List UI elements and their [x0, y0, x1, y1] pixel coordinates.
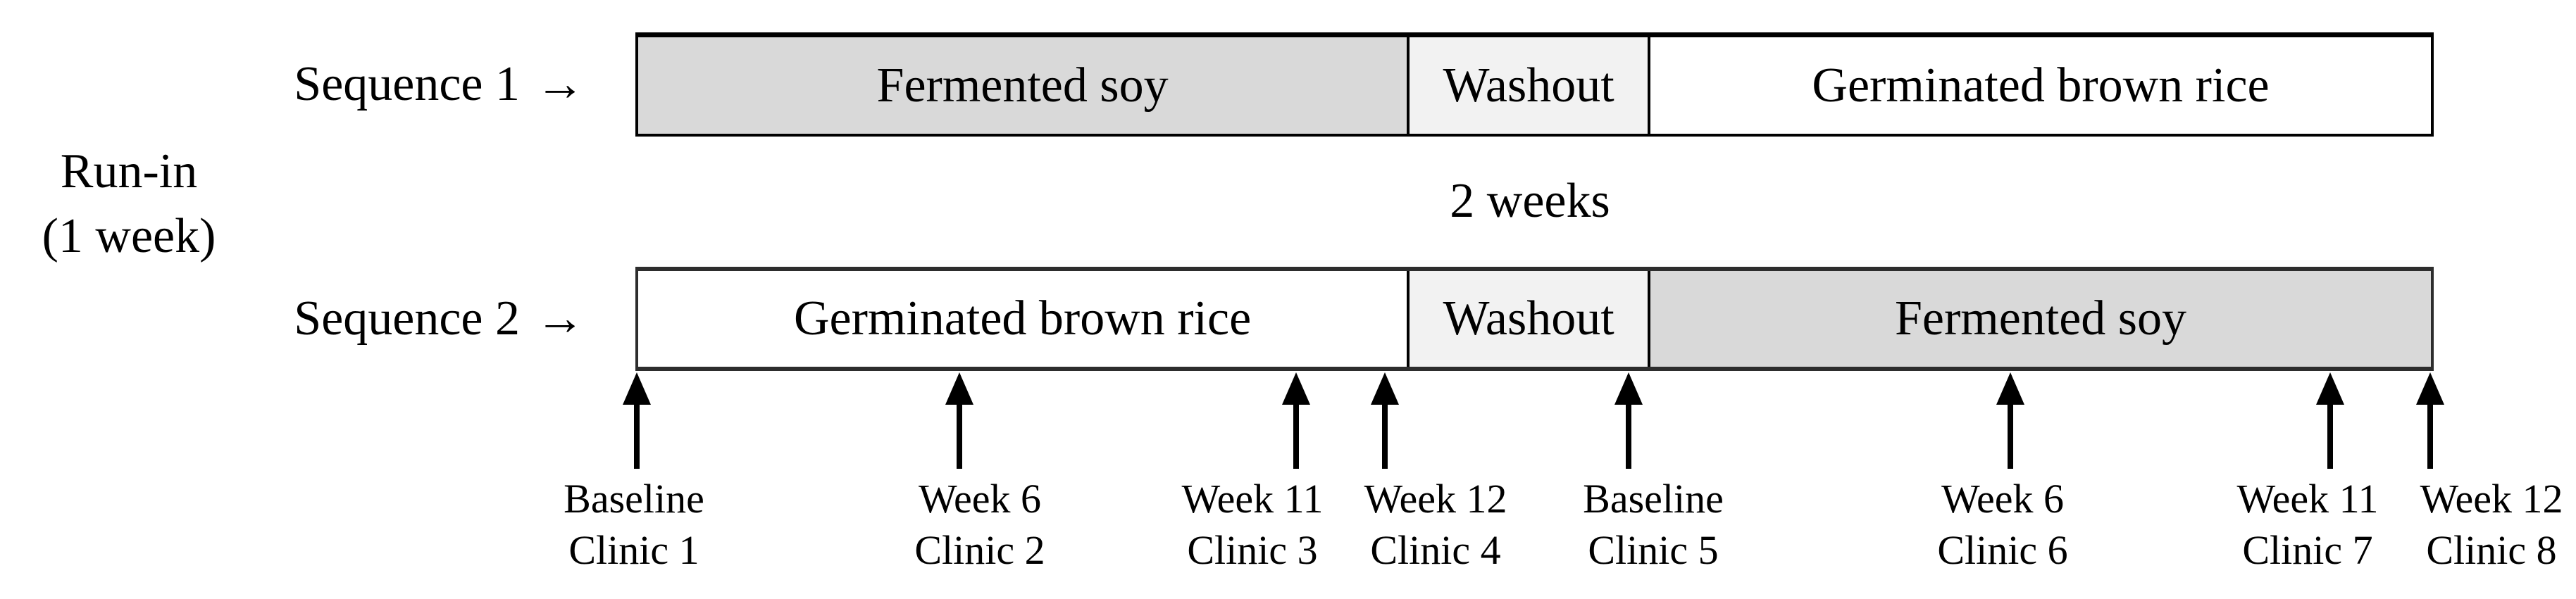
sequence-2-name: Sequence 2	[294, 291, 520, 346]
sequence-2-label: Sequence 2 →	[190, 267, 585, 371]
timeline-label-3: Week 11 Clinic 3	[1182, 473, 1324, 576]
sequence-1-name: Sequence 1	[294, 57, 520, 111]
timeline-label-7: Week 11 Clinic 7	[2237, 473, 2379, 576]
clinic-label: Clinic 2	[914, 527, 1045, 573]
timeline-label-5: Baseline Clinic 5	[1583, 473, 1724, 576]
sequence-1-label: Sequence 1 →	[190, 32, 585, 137]
clinic-label: Clinic 7	[2242, 527, 2373, 573]
washout-duration-label: 2 weeks	[1450, 174, 1610, 228]
timeline-label-6: Week 6 Clinic 6	[1937, 473, 2067, 576]
clinic-label: Clinic 8	[2426, 527, 2557, 573]
timeline-arrow-1	[623, 372, 651, 469]
week-label: Week 6	[1941, 476, 2065, 522]
timeline-arrow-4	[1371, 372, 1399, 469]
timeline-label-8: Week 12 Clinic 8	[2420, 473, 2563, 576]
phase-box-fermented-soy: Fermented soy	[1648, 271, 2432, 367]
phase-box-washout: Washout	[1407, 271, 1648, 367]
right-arrow-icon: →	[535, 57, 585, 111]
clinic-label: Clinic 1	[568, 527, 699, 573]
phase-box-washout: Washout	[1407, 37, 1648, 134]
arrow-up-icon	[1371, 372, 1399, 405]
clinic-label: Clinic 6	[1937, 527, 2068, 573]
arrow-up-icon	[1614, 372, 1643, 405]
week-label: Week 11	[2236, 476, 2379, 522]
timeline-arrow-2	[945, 372, 973, 469]
phase-box-germinated-brown-rice: Germinated brown rice	[1648, 37, 2432, 134]
arrow-up-icon	[2316, 372, 2344, 405]
arrow-up-icon	[2416, 372, 2444, 405]
timeline-label-1: Baseline Clinic 1	[564, 473, 704, 576]
run-in-line-1: Run-in	[60, 144, 198, 198]
right-arrow-icon: →	[535, 291, 585, 346]
timeline-label-2: Week 6 Clinic 2	[914, 473, 1045, 576]
timeline-arrow-5	[1614, 372, 1643, 469]
week-label: Baseline	[564, 476, 704, 522]
week-label: Week 11	[1181, 476, 1324, 522]
clinic-label: Clinic 5	[1588, 527, 1719, 573]
arrow-up-icon	[945, 372, 973, 405]
timeline-arrow-6	[1996, 372, 2024, 469]
arrow-up-icon	[1996, 372, 2024, 405]
sequence-2-bar: Germinated brown rice Washout Fermented …	[635, 267, 2434, 371]
timeline-arrow-8	[2416, 372, 2444, 469]
arrow-up-icon	[1282, 372, 1310, 405]
timeline-arrow-7	[2316, 372, 2344, 469]
timeline-arrow-3	[1282, 372, 1310, 469]
sequence-1-bar: Fermented soy Washout Germinated brown r…	[635, 32, 2434, 137]
timeline-label-4: Week 12 Clinic 4	[1364, 473, 1507, 576]
week-label: Week 6	[918, 476, 1042, 522]
arrow-up-icon	[623, 372, 651, 405]
clinic-label: Clinic 3	[1187, 527, 1318, 573]
phase-box-fermented-soy: Fermented soy	[638, 37, 1407, 134]
week-label: Week 12	[1364, 476, 1507, 522]
week-label: Week 12	[2420, 476, 2563, 522]
week-label: Baseline	[1583, 476, 1724, 522]
run-in-line-2: (1 week)	[42, 209, 216, 263]
run-in-label: Run-in (1 week)	[13, 139, 245, 269]
phase-box-germinated-brown-rice: Germinated brown rice	[638, 271, 1407, 367]
clinic-label: Clinic 4	[1370, 527, 1501, 573]
